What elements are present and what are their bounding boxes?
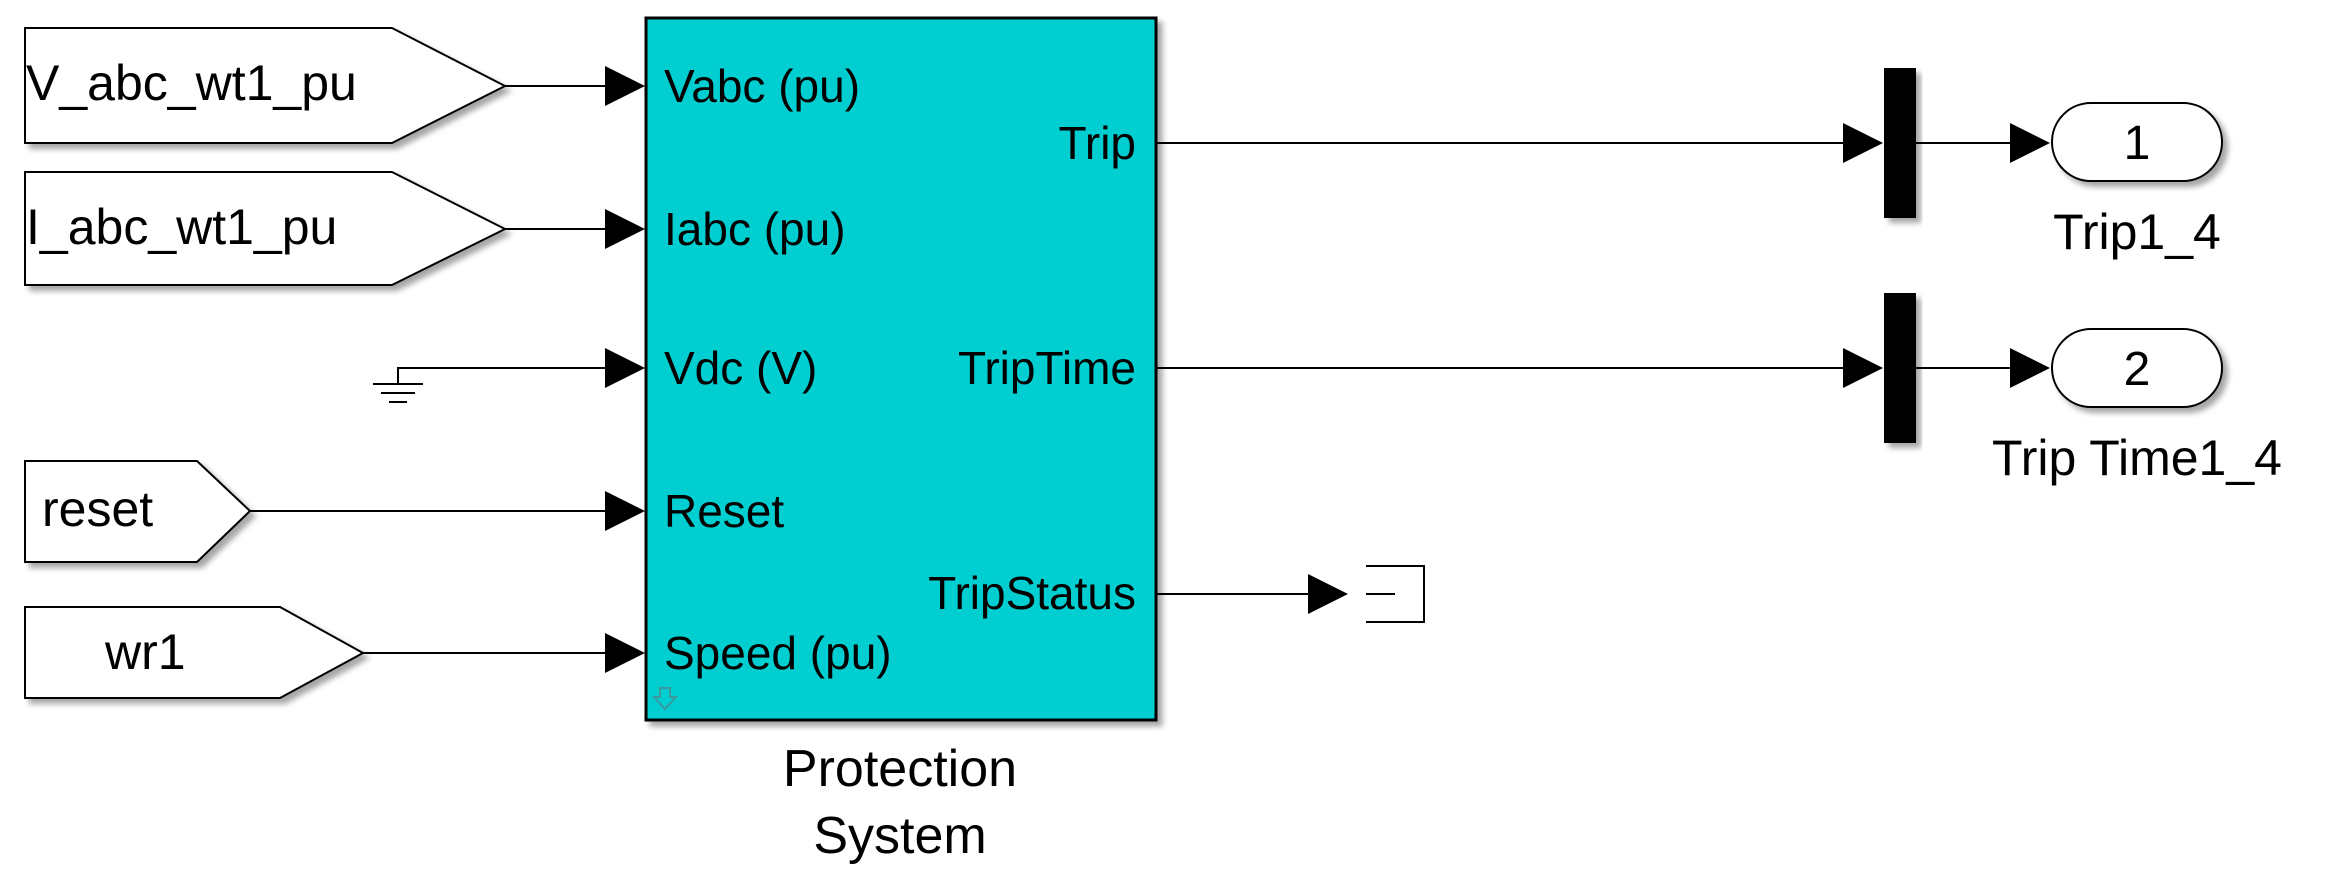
outport-triptime-name: Trip Time1_4 xyxy=(1992,430,2282,486)
outport-label-triptime: TripTime xyxy=(958,342,1136,394)
inport-label-iabc: Iabc (pu) xyxy=(664,203,846,255)
subsystem-name-line2: System xyxy=(813,807,986,865)
look-under-mask-icon[interactable] xyxy=(651,687,679,711)
arrow-triptime-out xyxy=(2010,348,2050,388)
arrow-vabc xyxy=(605,66,645,106)
terminator-block[interactable] xyxy=(1366,565,1425,623)
arrow-tripstatus xyxy=(1308,574,1348,614)
outport-label-trip: Trip xyxy=(1058,117,1136,169)
inport-label-vabc: Vabc (pu) xyxy=(664,60,860,112)
protection-system-block[interactable]: Vabc (pu) Iabc (pu) Vdc (V) Reset Speed … xyxy=(644,16,1158,722)
arrow-trip xyxy=(1843,123,1883,163)
arrow-trip-out xyxy=(2010,123,2050,163)
outport-trip-name: Trip1_4 xyxy=(2053,204,2221,260)
from-block-iabc[interactable]: I_abc_wt1_pu xyxy=(24,171,508,286)
arrow-vdc xyxy=(605,348,645,388)
from-block-vabc-label: V_abc_wt1_pu xyxy=(26,55,357,111)
outport-label-tripstatus: TripStatus xyxy=(928,567,1136,619)
outport-trip-number: 1 xyxy=(2124,117,2151,170)
subsystem-name-line1: Protection xyxy=(783,740,1017,798)
from-block-reset-label: reset xyxy=(42,481,153,537)
arrow-speed xyxy=(605,633,645,673)
from-block-iabc-label: I_abc_wt1_pu xyxy=(26,199,337,255)
wire-vdc xyxy=(397,367,605,370)
ground-block[interactable] xyxy=(373,370,423,403)
mux-bar-triptime[interactable] xyxy=(1884,293,1916,443)
outport-triptime-number: 2 xyxy=(2124,343,2151,396)
inport-label-vdc: Vdc (V) xyxy=(664,342,817,394)
mux-bar-trip[interactable] xyxy=(1884,68,1916,218)
from-block-wr1[interactable]: wr1 xyxy=(24,606,366,699)
from-block-wr1-label: wr1 xyxy=(104,624,186,680)
arrow-triptime xyxy=(1843,348,1883,388)
subsystem-body xyxy=(644,16,1158,722)
input-wires xyxy=(250,66,645,673)
inport-label-speed: Speed (pu) xyxy=(664,627,892,679)
outport-triptime[interactable]: 2 xyxy=(2051,328,2223,408)
arrow-iabc xyxy=(605,209,645,249)
inport-label-reset: Reset xyxy=(664,485,784,537)
from-block-reset[interactable]: reset xyxy=(24,460,252,563)
output-wires xyxy=(1156,123,2050,614)
from-block-vabc[interactable]: V_abc_wt1_pu xyxy=(24,27,508,144)
outport-trip[interactable]: 1 xyxy=(2051,102,2223,182)
arrow-reset xyxy=(605,491,645,531)
